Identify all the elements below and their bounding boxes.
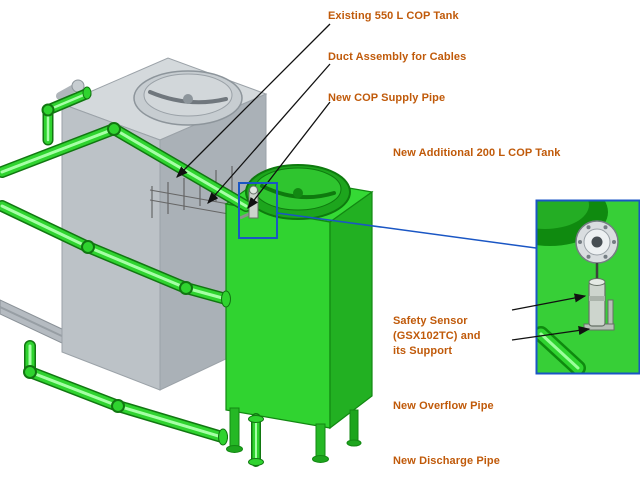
inset-flange bbox=[575, 220, 619, 264]
label-safety-sensor: Safety Sensor (GSX102TC) and its Support bbox=[393, 314, 481, 359]
label-safety-sensor-line1: Safety Sensor bbox=[393, 315, 468, 327]
label-duct-assembly: Duct Assembly for Cables bbox=[328, 51, 467, 63]
label-safety-sensor-line2: (GSX102TC) and bbox=[393, 330, 481, 342]
sensor-arrows bbox=[511, 293, 591, 341]
label-overflow-pipe: New Overflow Pipe bbox=[393, 400, 494, 412]
new-tank-lid bbox=[245, 164, 351, 220]
cop-supply-pipe bbox=[0, 122, 252, 212]
new-tank-legs bbox=[226, 407, 362, 463]
new-additional-tank bbox=[224, 164, 374, 463]
label-supply-pipe: New COP Supply Pipe bbox=[328, 92, 446, 104]
detail-inset bbox=[535, 199, 640, 375]
arrow-existing-tank bbox=[176, 23, 331, 178]
support-rail bbox=[0, 299, 65, 345]
lower-feed-pipe bbox=[0, 200, 232, 305]
annotation-arrows bbox=[176, 23, 331, 210]
label-existing-tank: Existing 550 L COP Tank bbox=[328, 10, 459, 22]
detail-connector-line bbox=[276, 212, 537, 249]
existing-tank bbox=[56, 57, 268, 391]
pipe-flange bbox=[221, 290, 231, 308]
existing-tank-lid bbox=[133, 70, 243, 126]
label-safety-sensor-line3: its Support bbox=[393, 345, 453, 357]
label-additional-tank: New Additional 200 L COP Tank bbox=[393, 147, 561, 159]
arrow-duct-assembly bbox=[207, 63, 331, 204]
arrow-sensor-support bbox=[511, 325, 591, 341]
discharge-pipe bbox=[248, 413, 264, 467]
label-discharge-pipe: New Discharge Pipe bbox=[393, 455, 500, 467]
overflow-pipe bbox=[23, 340, 228, 446]
elbow-pipe bbox=[41, 86, 92, 146]
arrow-sensor bbox=[511, 293, 587, 311]
arrow-supply-pipe bbox=[247, 101, 331, 210]
detail-highlight-box bbox=[238, 182, 278, 239]
inset-safety-sensor bbox=[583, 263, 615, 331]
